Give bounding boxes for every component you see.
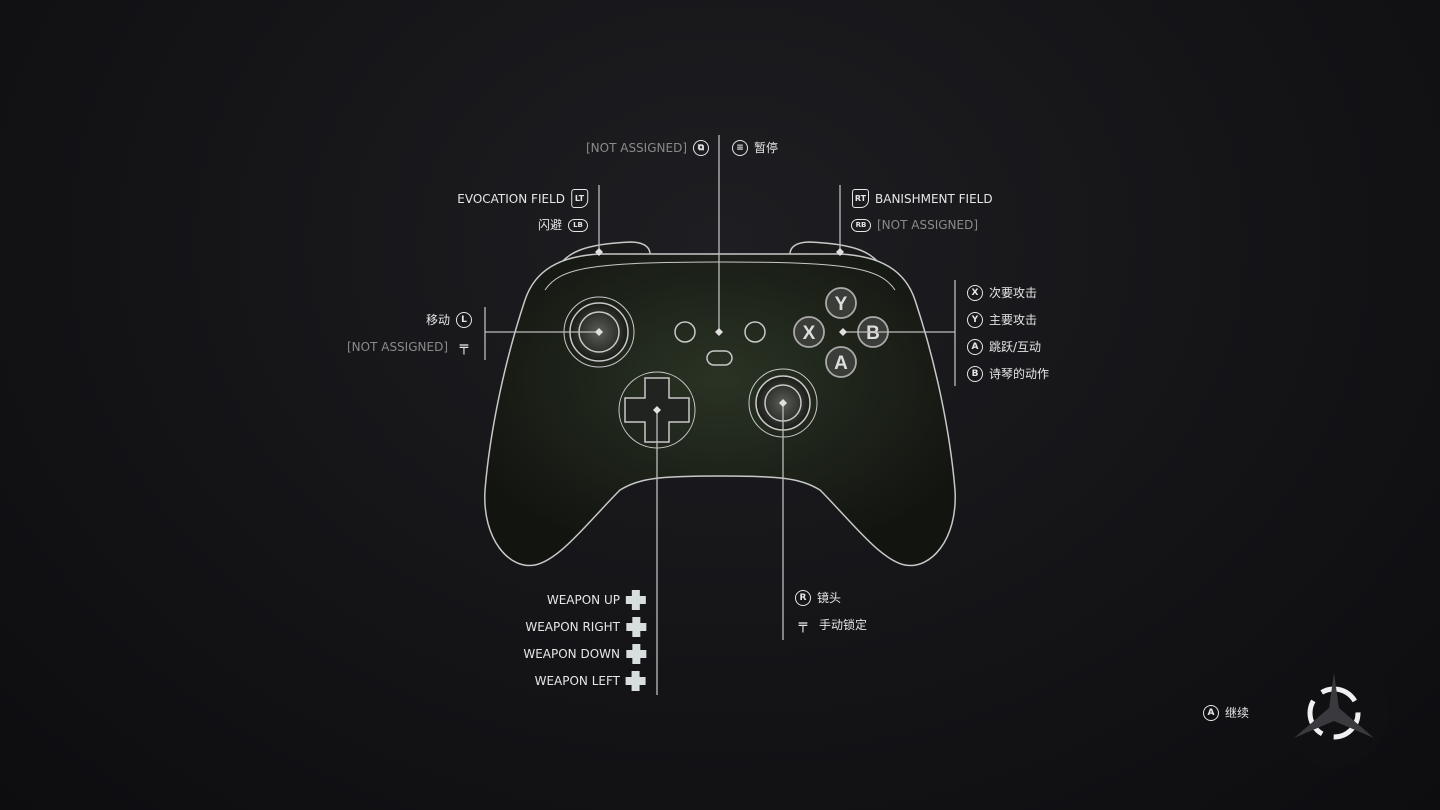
a-button: A (834, 353, 848, 374)
a-icon: A (967, 339, 983, 355)
lb-icon: LB (568, 218, 588, 232)
lb-label: 闪避 (537, 218, 562, 232)
view-button (674, 321, 696, 343)
y-label: 主要攻击 (989, 313, 1038, 327)
ls-click-label: [NOT ASSIGNED] (346, 340, 448, 354)
view-icon: ⧉ (693, 140, 709, 156)
b-icon: B (967, 366, 983, 382)
right-stick-icon: R (795, 590, 811, 606)
left-stick-icon: L (456, 312, 472, 328)
x-label: 次要攻击 (989, 286, 1038, 300)
callout-lines (484, 135, 956, 695)
rt-label: BANISHMENT FIELD (875, 191, 993, 206)
continue-label: 继续 (1225, 706, 1250, 720)
move-label: 移动 (425, 313, 450, 327)
rb-icon: RB (851, 218, 871, 232)
y-icon: Y (967, 312, 983, 328)
dpad-right-icon (626, 617, 646, 637)
menu-icon: ≡ (732, 140, 748, 156)
face-buttons (793, 287, 889, 378)
b-label: 诗琴的动作 (989, 367, 1050, 381)
dpad-left-label: WEAPON LEFT (534, 674, 620, 688)
lt-label: EVOCATION FIELD (457, 191, 565, 206)
x-icon: X (967, 285, 983, 301)
dpad-down-label: WEAPON DOWN (523, 647, 620, 661)
dpad-right-label: WEAPON RIGHT (525, 620, 620, 634)
y-button: Y (835, 294, 848, 315)
game-logo (1279, 658, 1389, 768)
a-label: 跳跃/互动 (989, 340, 1042, 354)
controller-body (484, 253, 956, 567)
x-button: X (803, 323, 816, 344)
dpad-down-icon (626, 644, 646, 664)
dpad-left-icon (626, 671, 646, 691)
continue-button[interactable]: A 继续 (1203, 705, 1249, 721)
share-button (706, 350, 733, 366)
dpad-up-icon (626, 590, 646, 610)
menu-label: 暂停 (754, 141, 779, 155)
lock-on-label: 手动锁定 (819, 618, 868, 632)
lt-icon: LT (571, 189, 588, 208)
a-button-icon: A (1203, 705, 1219, 721)
dpad-up-label: WEAPON UP (546, 593, 620, 607)
menu-button (744, 321, 766, 343)
camera-label: 镜头 (817, 591, 842, 605)
right-stick-click-icon: ╤ (798, 617, 808, 633)
rb-label: [NOT ASSIGNED] (877, 218, 979, 232)
left-stick-click-icon: ╤ (459, 339, 469, 355)
rt-icon: RT (852, 189, 869, 208)
view-label: [NOT ASSIGNED] (585, 141, 687, 155)
b-button: B (866, 323, 880, 344)
